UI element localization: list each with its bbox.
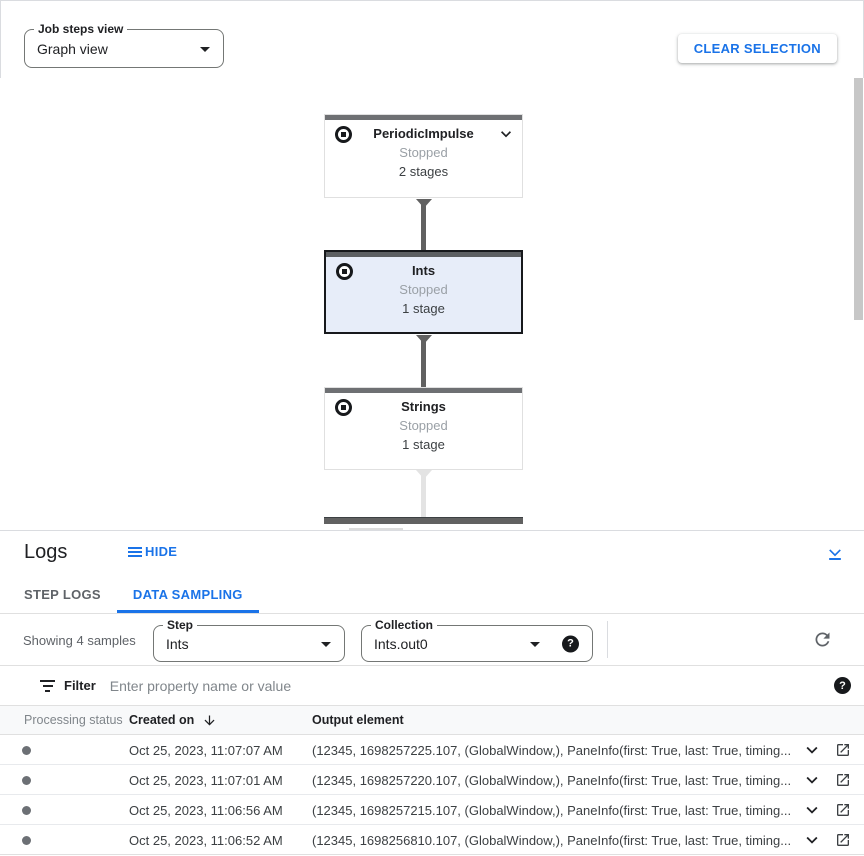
expand-row-icon[interactable] xyxy=(801,829,823,851)
logs-tabs: STEP LOGS DATA SAMPLING xyxy=(0,575,864,614)
expand-row-icon[interactable] xyxy=(801,799,823,821)
logs-panel-title: Logs xyxy=(24,541,68,563)
hide-label: HIDE xyxy=(145,544,178,559)
created-on-cell: Oct 25, 2023, 11:07:07 AM xyxy=(129,743,283,758)
node-status: Stopped xyxy=(399,145,448,160)
node-status: Stopped xyxy=(399,282,448,297)
tab-step-logs[interactable]: STEP LOGS xyxy=(24,586,101,602)
output-element-cell: (12345, 1698257220.107, (GlobalWindow,),… xyxy=(312,773,792,788)
help-icon[interactable]: ? xyxy=(834,677,851,694)
node-status: Stopped xyxy=(399,418,448,433)
graph-node-periodicimpulse[interactable]: PeriodicImpulse Stopped 2 stages xyxy=(324,114,523,198)
help-icon[interactable]: ? xyxy=(562,635,579,652)
showing-samples-text: Showing 4 samples xyxy=(23,633,136,648)
refresh-icon[interactable] xyxy=(812,629,833,650)
list-icon xyxy=(128,545,142,559)
output-element-cell: (12345, 1698256810.107, (GlobalWindow,),… xyxy=(312,833,792,848)
open-in-new-icon[interactable] xyxy=(835,802,851,818)
collection-select-value: Ints.out0 xyxy=(374,635,428,652)
job-graph-canvas: PeriodicImpulse Stopped 2 stages Ints St… xyxy=(0,78,864,533)
created-on-cell: Oct 25, 2023, 11:07:01 AM xyxy=(129,773,283,788)
output-element-cell: (12345, 1698257225.107, (GlobalWindow,),… xyxy=(312,743,792,758)
created-on-cell: Oct 25, 2023, 11:06:52 AM xyxy=(129,833,283,848)
collection-select-label: Collection xyxy=(371,618,438,632)
node-topbar xyxy=(326,252,521,257)
graph-edge xyxy=(421,199,426,250)
column-output-element: Output element xyxy=(312,713,404,727)
step-select[interactable]: Step Ints xyxy=(153,618,345,662)
node-stages: 1 stage xyxy=(402,301,445,316)
hide-logs-button[interactable]: HIDE xyxy=(128,544,177,559)
column-created-on[interactable]: Created on xyxy=(129,713,217,728)
graph-vertical-scrollbar[interactable] xyxy=(854,78,863,320)
table-row: Oct 25, 2023, 11:06:56 AM (12345, 169825… xyxy=(0,795,864,825)
clear-selection-button[interactable]: CLEAR SELECTION xyxy=(677,34,837,63)
processing-status-dot xyxy=(22,776,31,785)
graph-node-strings[interactable]: Strings Stopped 1 stage xyxy=(324,387,523,470)
filter-icon xyxy=(40,677,55,695)
tab-data-sampling[interactable]: DATA SAMPLING xyxy=(116,575,259,613)
open-in-new-icon[interactable] xyxy=(835,772,851,788)
stopped-status-icon xyxy=(335,399,352,416)
created-on-cell: Oct 25, 2023, 11:06:56 AM xyxy=(129,803,283,818)
node-stages: 1 stage xyxy=(402,437,445,452)
graph-node-ints[interactable]: Ints Stopped 1 stage xyxy=(324,250,523,334)
step-select-value: Ints xyxy=(166,635,189,652)
open-in-new-icon[interactable] xyxy=(835,742,851,758)
chevron-down-icon[interactable] xyxy=(496,124,516,144)
graph-edge xyxy=(421,470,426,517)
expand-row-icon[interactable] xyxy=(801,739,823,761)
collection-select[interactable]: Collection Ints.out0 ? xyxy=(361,618,593,662)
processing-status-dot xyxy=(22,746,31,755)
divider xyxy=(607,621,608,658)
stopped-status-icon xyxy=(336,263,353,280)
node-title: Strings xyxy=(401,399,446,414)
output-element-cell: (12345, 1698257215.107, (GlobalWindow,),… xyxy=(312,803,792,818)
stopped-status-icon xyxy=(335,126,352,143)
filter-bar: Filter ? xyxy=(0,666,864,706)
dropdown-arrow-icon xyxy=(530,641,540,647)
sampling-controls: Showing 4 samples Step Ints Collection I… xyxy=(0,614,864,666)
node-topbar xyxy=(325,115,522,120)
job-steps-view-value: Graph view xyxy=(37,40,108,57)
node-title: PeriodicImpulse xyxy=(373,126,474,141)
table-row: Oct 25, 2023, 11:07:07 AM (12345, 169825… xyxy=(0,735,864,765)
table-header: Processing status Created on Output elem… xyxy=(0,706,864,735)
job-steps-view-label: Job steps view xyxy=(34,22,128,36)
logs-panel: Logs HIDE STEP LOGS DATA SAMPLING Showin… xyxy=(0,530,864,856)
node-title: Ints xyxy=(411,263,436,278)
processing-status-dot xyxy=(22,836,31,845)
step-select-label: Step xyxy=(163,618,198,632)
job-steps-view-select[interactable]: Job steps view Graph view xyxy=(24,22,224,68)
dropdown-arrow-icon xyxy=(321,641,331,647)
expand-row-icon[interactable] xyxy=(801,769,823,791)
table-row: Oct 25, 2023, 11:06:52 AM (12345, 169825… xyxy=(0,825,864,855)
collapse-panel-icon[interactable] xyxy=(825,543,845,563)
filter-input[interactable] xyxy=(109,677,834,694)
open-in-new-icon[interactable] xyxy=(835,832,851,848)
dropdown-arrow-icon xyxy=(200,46,210,52)
logs-header: Logs HIDE xyxy=(0,531,864,575)
node-stages: 2 stages xyxy=(398,164,449,179)
node-topbar xyxy=(325,388,522,393)
table-row: Oct 25, 2023, 11:07:01 AM (12345, 169825… xyxy=(0,765,864,795)
processing-status-dot xyxy=(22,806,31,815)
column-processing-status: Processing status xyxy=(24,713,123,727)
filter-label: Filter xyxy=(64,678,96,693)
partial-node-topbar xyxy=(324,517,523,524)
sort-descending-icon xyxy=(204,715,215,725)
graph-edge xyxy=(421,335,426,387)
graph-toolbar: Job steps view Graph view CLEAR SELECTIO… xyxy=(0,0,864,78)
